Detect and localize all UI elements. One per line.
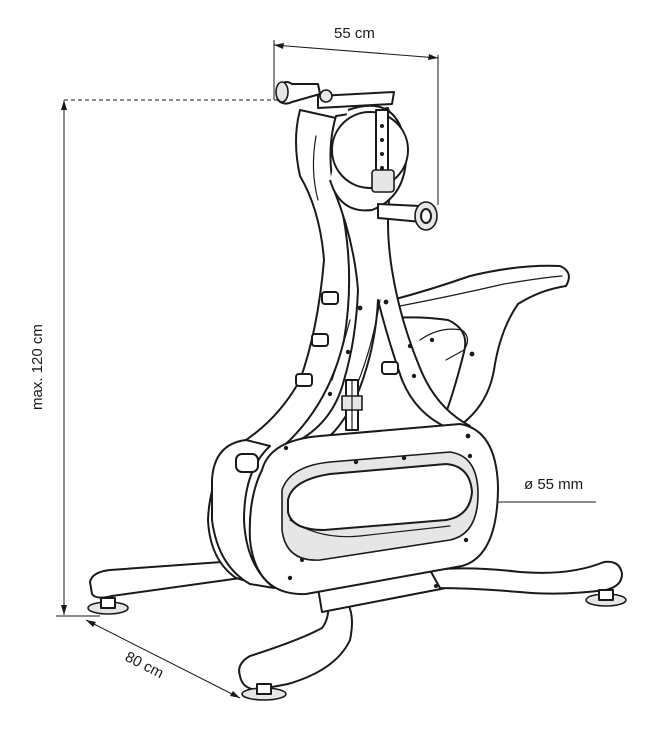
base-frame [87, 559, 627, 701]
depth-label: 80 cm [122, 648, 166, 682]
rear-frame [391, 264, 570, 429]
pedal-housing [211, 423, 499, 596]
dimension-height: max. 120 cm [29, 99, 290, 617]
dimension-depth: 80 cm [85, 619, 241, 699]
dimension-width-top: 55 cm [273, 25, 439, 205]
height-label: max. 120 cm [29, 324, 46, 410]
hand-crank [275, 81, 438, 231]
dimension-wheel-diameter: ø 55 mm [482, 476, 596, 505]
wheel-diameter-label: ø 55 mm [524, 476, 583, 493]
width-top-label: 55 cm [334, 25, 375, 42]
